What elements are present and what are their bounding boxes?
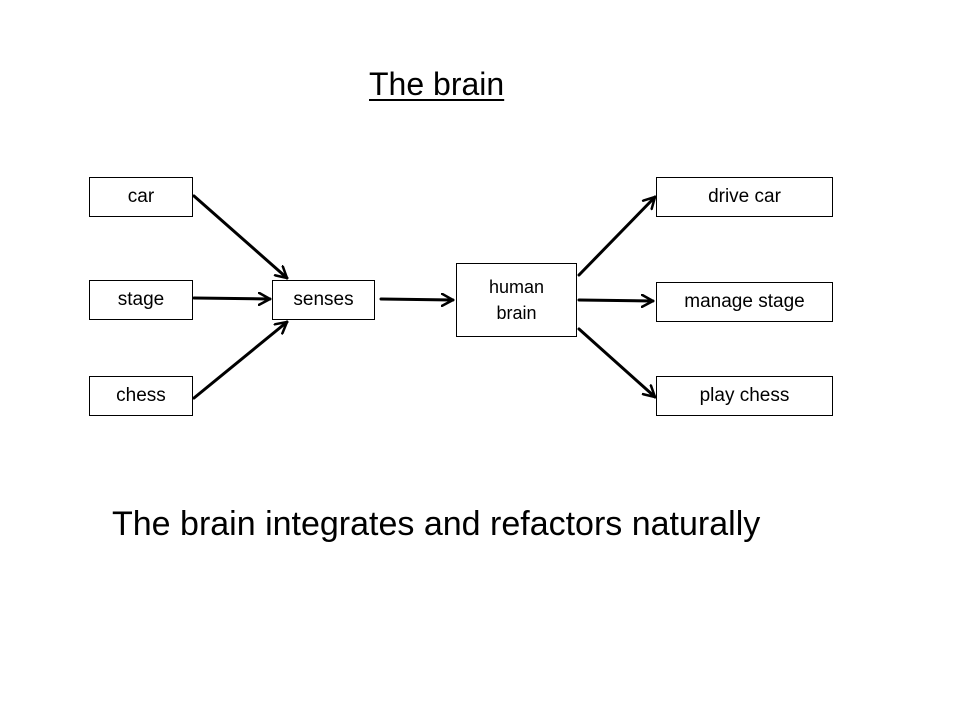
node-car: car: [89, 177, 193, 217]
node-manage-stage: manage stage: [656, 282, 833, 322]
node-human-brain: human brain: [456, 263, 577, 337]
node-play-chess: play chess: [656, 376, 833, 416]
arrow-chess-to-senses: [192, 320, 289, 400]
arrow-brain-to-play-chess: [577, 327, 657, 399]
node-senses: senses: [272, 280, 375, 320]
arrow-car-to-senses: [192, 194, 289, 280]
arrow-stage-to-senses: [192, 298, 272, 299]
caption: The brain integrates and refactors natur…: [112, 505, 761, 543]
node-chess: chess: [89, 376, 193, 416]
arrow-senses-to-brain: [379, 299, 455, 300]
node-stage: stage: [89, 280, 193, 320]
arrow-brain-to-manage-stage: [577, 300, 655, 301]
arrow-brain-to-drive-car: [577, 195, 657, 277]
slide-title: The brain: [369, 66, 505, 102]
